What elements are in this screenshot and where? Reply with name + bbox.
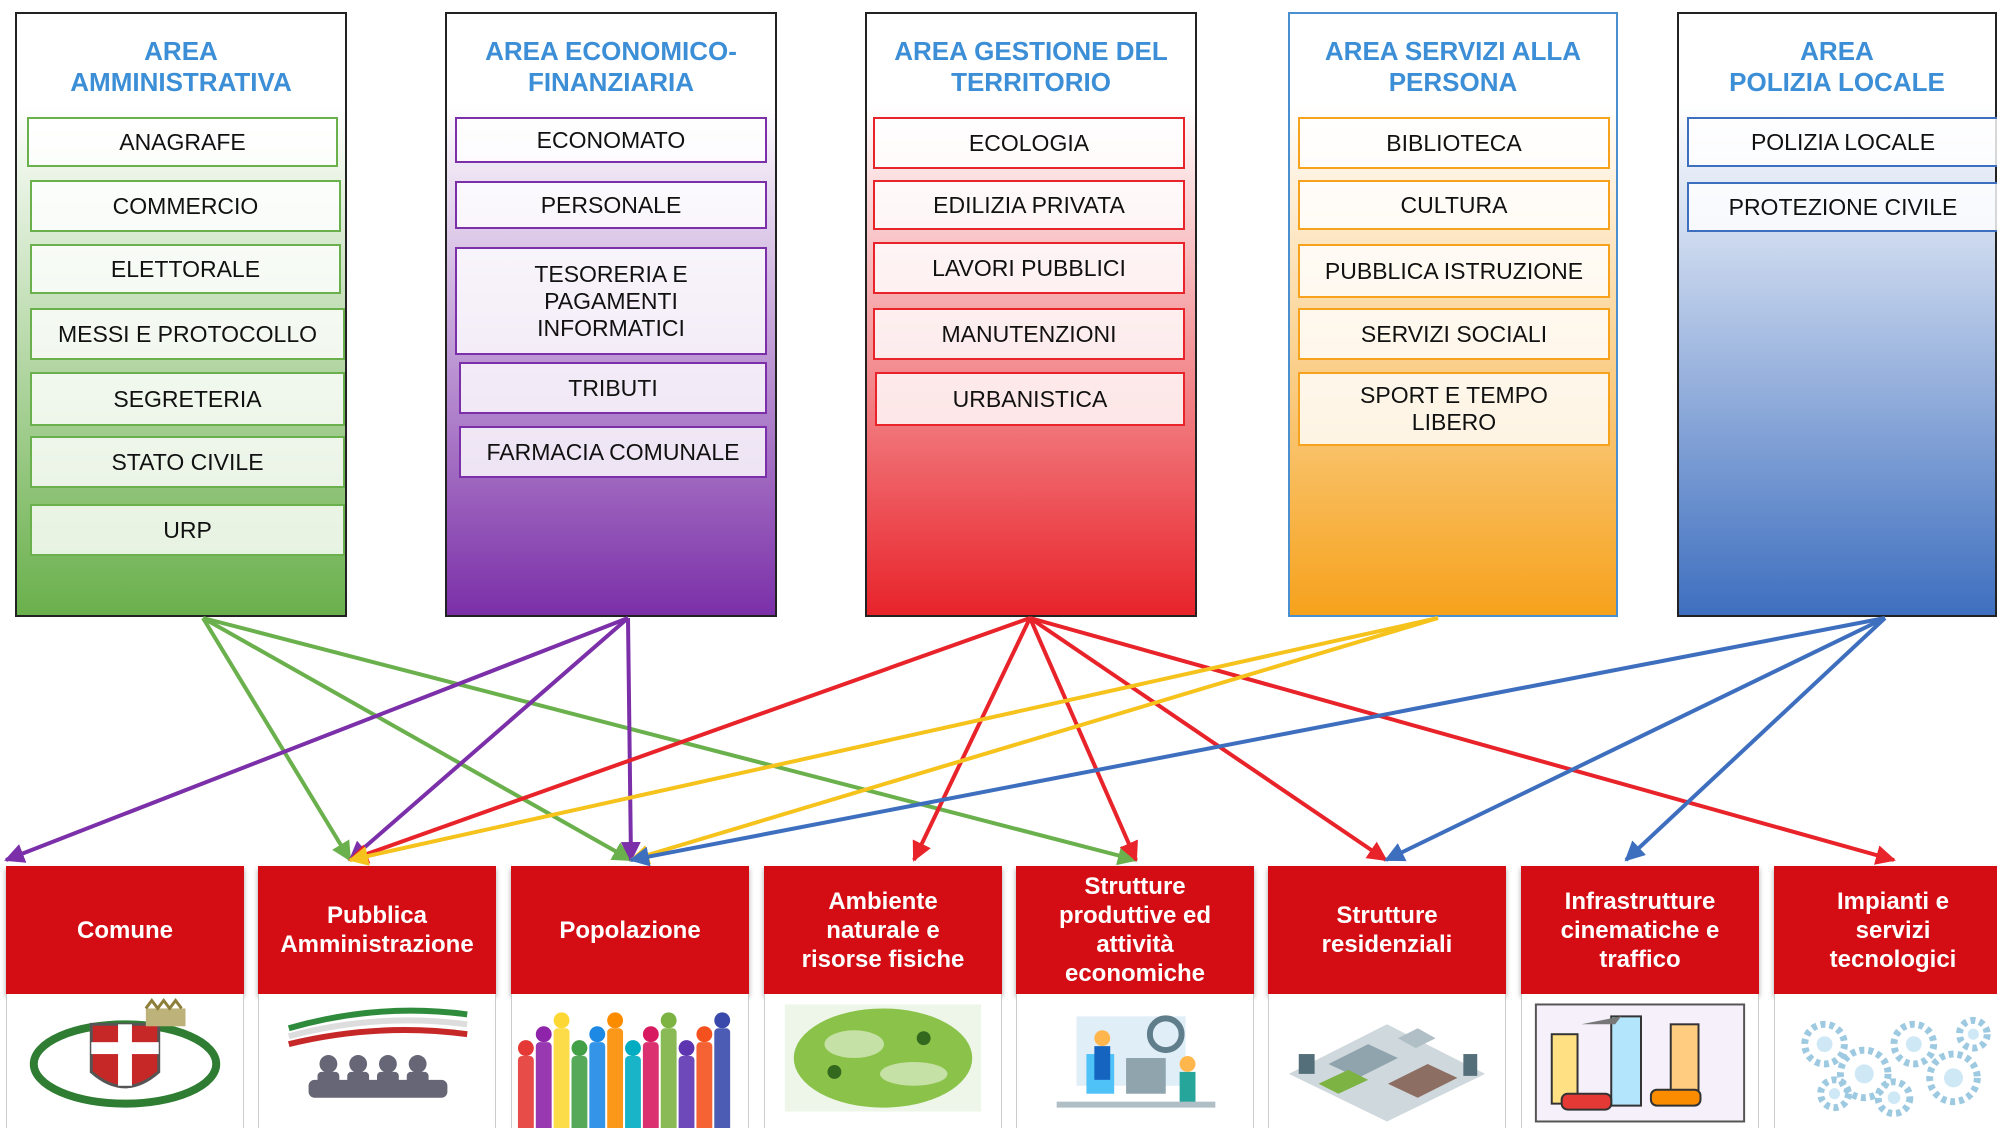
industry-workers-icon — [1016, 994, 1254, 1128]
area-title: AREA AMMINISTRATIVA — [70, 36, 292, 97]
area-item: URP — [30, 504, 345, 556]
connection-arrow — [1384, 616, 1886, 862]
area-title: AREA ECONOMICO- FINANZIARIA — [485, 36, 737, 97]
connection-arrow — [348, 616, 1031, 864]
target-card-1: Comune — [6, 866, 244, 1128]
connection-arrow — [202, 616, 633, 862]
area-item: MANUTENZIONI — [873, 308, 1185, 360]
connection-arrow — [348, 616, 630, 862]
area-item: POLIZIA LOCALE — [1687, 117, 1997, 167]
area-item: MESSI E PROTOCOLLO — [30, 308, 345, 360]
area-item: PUBBLICA ISTRUZIONE — [1298, 244, 1610, 298]
connection-arrow — [201, 616, 352, 862]
target-card-3: Popolazione — [511, 866, 749, 1128]
connection-arrow — [4, 616, 629, 863]
area-item: COMMERCIO — [30, 180, 341, 232]
area-item: ELETTORALE — [30, 244, 341, 294]
area-item: CULTURA — [1298, 180, 1610, 230]
area-title: AREA GESTIONE DEL TERRITORIO — [894, 36, 1168, 97]
area-item: EDILIZIA PRIVATA — [873, 180, 1185, 230]
area-item: PROTEZIONE CIVILE — [1687, 182, 1997, 232]
area-box-1: AREA AMMINISTRATIVA ANAGRAFE COMMERCIO ELET… — [15, 12, 347, 617]
crowd-icon — [511, 994, 749, 1128]
connection-arrow — [629, 616, 1439, 865]
area-item: TESORERIA E PAGAMENTI INFORMATICI — [455, 247, 767, 355]
area-item: URBANISTICA — [875, 372, 1185, 426]
area-box-3: AREA GESTIONE DEL TERRITORIO ECOLOGIA EDIL… — [865, 12, 1197, 617]
target-label: Strutture produttive ed attività economi… — [1016, 866, 1254, 994]
target-card-7: Infrastrutture cinematiche e traffico — [1521, 866, 1759, 1128]
connection-arrow — [1028, 616, 1388, 862]
target-label: Ambiente naturale e risorse fisiche — [764, 866, 1002, 994]
connection-arrow — [1029, 616, 1896, 865]
area-item: ECOLOGIA — [873, 117, 1185, 169]
area-title: AREA POLIZIA LOCALE — [1729, 36, 1945, 97]
meeting-icon — [258, 994, 496, 1128]
area-box-5: AREA POLIZIA LOCALE POLIZIA LOCALE PROTEZI… — [1677, 12, 1997, 617]
area-item: FARMACIA COMUNALE — [459, 426, 767, 478]
connection-arrow — [202, 616, 1138, 866]
target-card-5: Strutture produttive ed attività economi… — [1016, 866, 1254, 1128]
connection-arrow — [348, 616, 1439, 866]
traffic-icon — [1521, 994, 1759, 1128]
target-card-2: Pubblica Amministrazione — [258, 866, 496, 1128]
connection-arrow — [912, 617, 1032, 862]
connection-arrow — [620, 617, 641, 862]
area-item: BIBLIOTECA — [1298, 117, 1610, 169]
area-item: SERVIZI SOCIALI — [1298, 308, 1610, 360]
area-title: AREA SERVIZI ALLA PERSONA — [1324, 36, 1582, 97]
target-card-4: Ambiente naturale e risorse fisiche — [764, 866, 1002, 1128]
area-box-2: AREA ECONOMICO- FINANZIARIA ECONOMATO PERS… — [445, 12, 777, 617]
target-label: Popolazione — [511, 866, 749, 994]
area-item: LAVORI PUBBLICI — [873, 242, 1185, 294]
area-item: SEGRETERIA — [30, 372, 345, 426]
area-item: ECONOMATO — [455, 117, 767, 163]
target-card-6: Strutture residenziali — [1268, 866, 1506, 1128]
area-item: STATO CIVILE — [30, 436, 345, 488]
area-box-4: AREA SERVIZI ALLA PERSONA BIBLIOTECA CULTU… — [1288, 12, 1618, 617]
area-item: ANAGRAFE — [27, 117, 338, 167]
target-label: Infrastrutture cinematiche e traffico — [1521, 866, 1759, 994]
gears-icon — [1774, 994, 1997, 1128]
area-item: PERSONALE — [455, 181, 767, 229]
target-label: Impianti e servizi tecnologici — [1774, 866, 1997, 994]
connection-arrow — [1028, 617, 1138, 862]
connection-arrow — [1624, 616, 1887, 862]
coat-of-arms-icon — [6, 994, 244, 1128]
connection-arrow — [629, 616, 1886, 867]
target-label: Pubblica Amministrazione — [258, 866, 496, 994]
area-item: SPORT E TEMPO LIBERO — [1298, 372, 1610, 446]
green-globe-icon — [764, 994, 1002, 1128]
city-blocks-icon — [1268, 994, 1506, 1128]
target-label: Strutture residenziali — [1268, 866, 1506, 994]
area-item: TRIBUTI — [459, 362, 767, 414]
target-card-8: Impianti e servizi tecnologici — [1774, 866, 1997, 1128]
target-label: Comune — [6, 866, 244, 994]
